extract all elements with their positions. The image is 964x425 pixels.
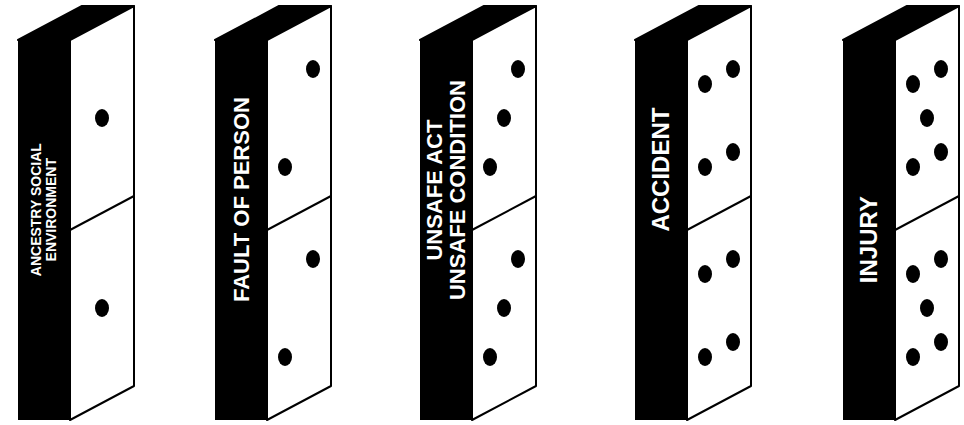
pip bbox=[95, 109, 109, 127]
domino-face: UNSAFE ACT UNSAFE CONDITION bbox=[420, 40, 472, 420]
domino-face: INJURY bbox=[843, 40, 895, 420]
domino-divider bbox=[267, 196, 331, 230]
pip bbox=[934, 143, 948, 161]
pip bbox=[306, 250, 320, 268]
pip bbox=[726, 60, 740, 78]
pip bbox=[934, 250, 948, 268]
domino-side bbox=[267, 6, 331, 420]
pip bbox=[497, 109, 511, 127]
pip bbox=[483, 158, 497, 176]
pip bbox=[726, 250, 740, 268]
pip bbox=[306, 60, 320, 78]
domino-label: INJURY bbox=[856, 196, 881, 283]
domino-divider bbox=[70, 196, 134, 230]
domino-divider bbox=[472, 196, 536, 230]
pip bbox=[497, 299, 511, 317]
domino-divider bbox=[687, 196, 751, 230]
pip bbox=[906, 75, 920, 93]
pip bbox=[726, 143, 740, 161]
pip bbox=[698, 75, 712, 93]
domino-side bbox=[472, 6, 536, 420]
pip bbox=[906, 348, 920, 366]
domino-side bbox=[70, 6, 134, 420]
domino-label: ANCESTRY SOCIAL ENVIRONMENT bbox=[29, 130, 58, 290]
domino-side bbox=[895, 6, 959, 420]
pip bbox=[278, 158, 292, 176]
domino-divider bbox=[895, 196, 959, 230]
pip bbox=[483, 348, 497, 366]
pip bbox=[726, 333, 740, 351]
pip bbox=[920, 299, 934, 317]
pip bbox=[934, 60, 948, 78]
pip bbox=[906, 158, 920, 176]
domino-face: ANCESTRY SOCIAL ENVIRONMENT bbox=[18, 40, 70, 420]
pip bbox=[698, 348, 712, 366]
pip bbox=[698, 265, 712, 283]
domino-label: UNSAFE ACT UNSAFE CONDITION bbox=[423, 76, 469, 304]
pip bbox=[511, 60, 525, 78]
pip bbox=[920, 109, 934, 127]
domino-label: ACCIDENT bbox=[648, 108, 673, 232]
domino-side bbox=[687, 6, 751, 420]
domino-label: FAULT OF PERSON bbox=[229, 98, 252, 303]
pip bbox=[906, 265, 920, 283]
pip bbox=[278, 348, 292, 366]
pip bbox=[511, 250, 525, 268]
pip bbox=[95, 299, 109, 317]
domino-face: ACCIDENT bbox=[635, 40, 687, 420]
pip bbox=[698, 158, 712, 176]
domino-face: FAULT OF PERSON bbox=[215, 40, 267, 420]
pip bbox=[934, 333, 948, 351]
